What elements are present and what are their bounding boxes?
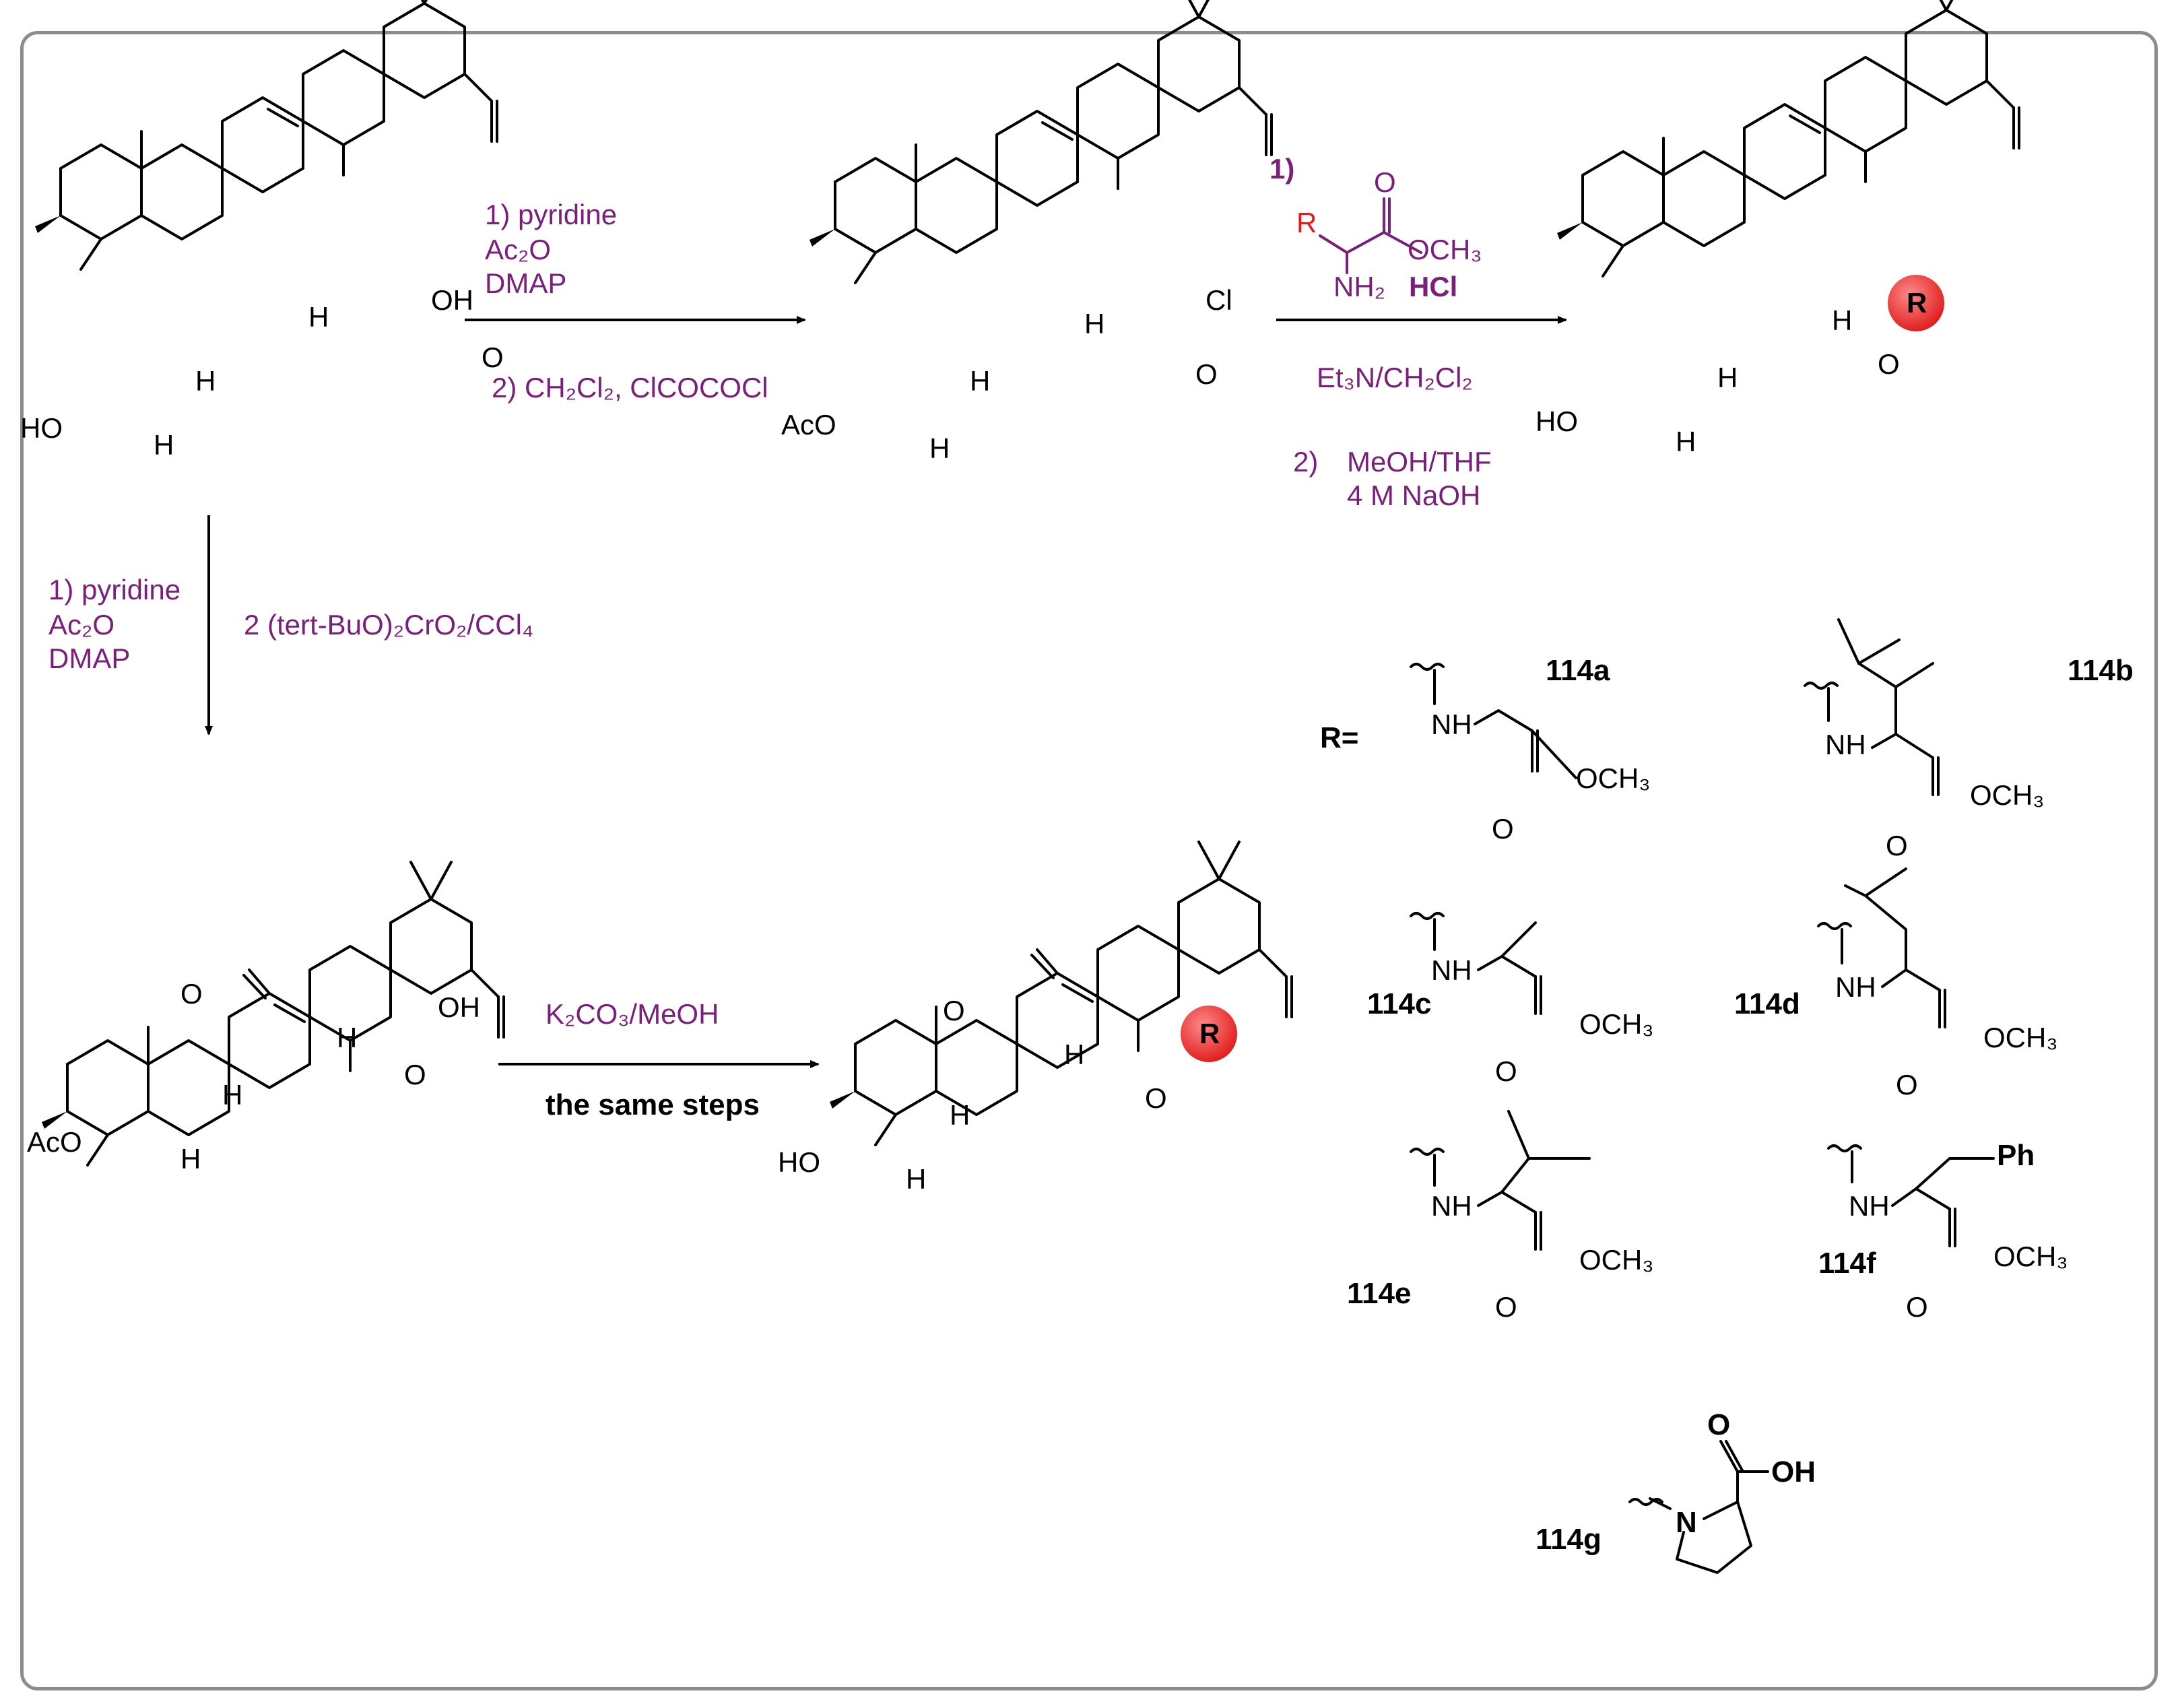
o-label: O — [1374, 166, 1396, 198]
condition-text: MeOH/THF — [1347, 446, 1492, 478]
condition-text: 2) CH₂Cl₂, ClCOCOCl — [492, 372, 768, 403]
nh-label: NH — [1431, 1190, 1472, 1222]
och3-label: OCH₃ — [1579, 1244, 1653, 1276]
nh-label: NH — [1431, 709, 1472, 740]
ph-label: Ph — [1997, 1139, 2035, 1172]
och3-label: OCH₃ — [1970, 779, 2044, 811]
condition-text: Et₃N/CH₂Cl₂ — [1317, 362, 1473, 393]
n-label: N — [1676, 1506, 1697, 1539]
condition-text: the same steps — [546, 1088, 760, 1121]
oh-label: OH — [438, 991, 480, 1023]
r-group-heading: R= — [1320, 721, 1358, 754]
nh-label: NH — [1849, 1190, 1890, 1222]
o-label: O — [1906, 1291, 1928, 1323]
compound-label: 114e — [1347, 1277, 1411, 1310]
h-label: H — [1717, 362, 1738, 393]
r-group-114b — [1804, 618, 1940, 796]
cl-label: Cl — [1206, 284, 1232, 316]
r-group-114f — [1827, 1144, 1995, 1247]
och3-label: OCH₃ — [1993, 1241, 2068, 1272]
nh-label: NH — [1431, 954, 1472, 986]
ho-label: HO — [20, 412, 63, 444]
r-group-circle — [1888, 275, 1944, 331]
keto-acid-structure — [40, 861, 505, 1167]
nh-label: NH — [1825, 729, 1866, 760]
o-label: O — [404, 1059, 426, 1090]
r-group-circle — [1181, 1006, 1237, 1062]
o-label: O — [1145, 1082, 1167, 1114]
acyl-chloride-structure — [808, 0, 1273, 284]
r-label: R — [1199, 1018, 1220, 1049]
condition-text: 2 (tert-BuO)₂CrO₂/CCl₄ — [244, 609, 533, 640]
h-label: H — [308, 301, 329, 333]
condition-text: 1) pyridine — [48, 574, 180, 605]
ho-label: HO — [1536, 405, 1578, 437]
h-label: H — [906, 1163, 926, 1195]
condition-text: DMAP — [48, 643, 130, 674]
o-label: O — [1878, 348, 1900, 380]
r-group-114d — [1817, 867, 1946, 1028]
h-label: H — [1064, 1039, 1084, 1070]
o-label: O — [1707, 1408, 1730, 1441]
o-label: O — [1195, 358, 1218, 390]
h-label: H — [180, 1143, 201, 1175]
r-group-114a — [1410, 663, 1577, 779]
condition-text: DMAP — [485, 267, 566, 299]
h-label: H — [1832, 304, 1852, 336]
amide-product-structure — [1556, 0, 2020, 277]
aco-label: AcO — [781, 409, 836, 440]
o-label: O — [482, 341, 504, 373]
oleanolic-acid-structure — [34, 0, 498, 271]
keto-amide-structure — [828, 841, 1293, 1146]
nh2-label: NH₂ — [1333, 271, 1385, 302]
h-label: H — [929, 432, 950, 464]
compound-label: 114c — [1367, 987, 1431, 1020]
h-label: H — [222, 1079, 242, 1111]
compound-label: 114b — [2068, 654, 2134, 687]
o-label: O — [1886, 830, 1908, 861]
r-group-114g — [1628, 1440, 1769, 1574]
r-label: R — [1296, 207, 1317, 238]
r-label: R — [1907, 287, 1927, 319]
h-label: H — [1084, 308, 1104, 339]
h-label: H — [1676, 426, 1696, 457]
h-label: H — [154, 429, 174, 461]
o-label: O — [1896, 1069, 1918, 1101]
compound-label: 114a — [1546, 654, 1610, 687]
condition-text: 1) — [1269, 153, 1294, 185]
compound-label: 114f — [1818, 1247, 1876, 1280]
ho-label: HO — [778, 1146, 820, 1178]
och3-label: OCH₃ — [1579, 1008, 1653, 1040]
oh-label: OH — [1771, 1455, 1816, 1488]
aco-label: AcO — [27, 1126, 82, 1158]
r-group-114c — [1410, 912, 1542, 1015]
o-label: O — [180, 978, 203, 1010]
condition-text: 4 M NaOH — [1347, 480, 1480, 511]
och3-label: OCH₃ — [1983, 1022, 2057, 1053]
condition-text: 2) — [1293, 446, 1318, 478]
compound-label: 114g — [1536, 1523, 1602, 1556]
aminoester-bonds — [1319, 230, 1422, 255]
hcl-label: HCl — [1409, 271, 1457, 302]
och3-label: OCH₃ — [1408, 234, 1482, 265]
o-label: O — [1495, 1291, 1517, 1323]
oh-label: OH — [431, 284, 473, 316]
compound-label: 114d — [1734, 987, 1800, 1020]
h-label: H — [970, 365, 990, 397]
condition-text: Ac₂O — [485, 234, 551, 265]
condition-text: Ac₂O — [48, 609, 114, 640]
scheme-frame — [20, 31, 2158, 1690]
nh-label: NH — [1835, 971, 1876, 1003]
h-label: H — [195, 365, 216, 397]
o-label: O — [943, 995, 965, 1026]
condition-text: K₂CO₃/MeOH — [546, 998, 719, 1030]
o-label: O — [1492, 813, 1514, 845]
o-label: O — [1495, 1055, 1517, 1087]
och3-label: OCH₃ — [1576, 762, 1650, 794]
condition-text: 1) pyridine — [485, 199, 617, 230]
h-label: H — [337, 1022, 357, 1053]
h-label: H — [950, 1099, 970, 1131]
r-group-114e — [1410, 1110, 1591, 1251]
